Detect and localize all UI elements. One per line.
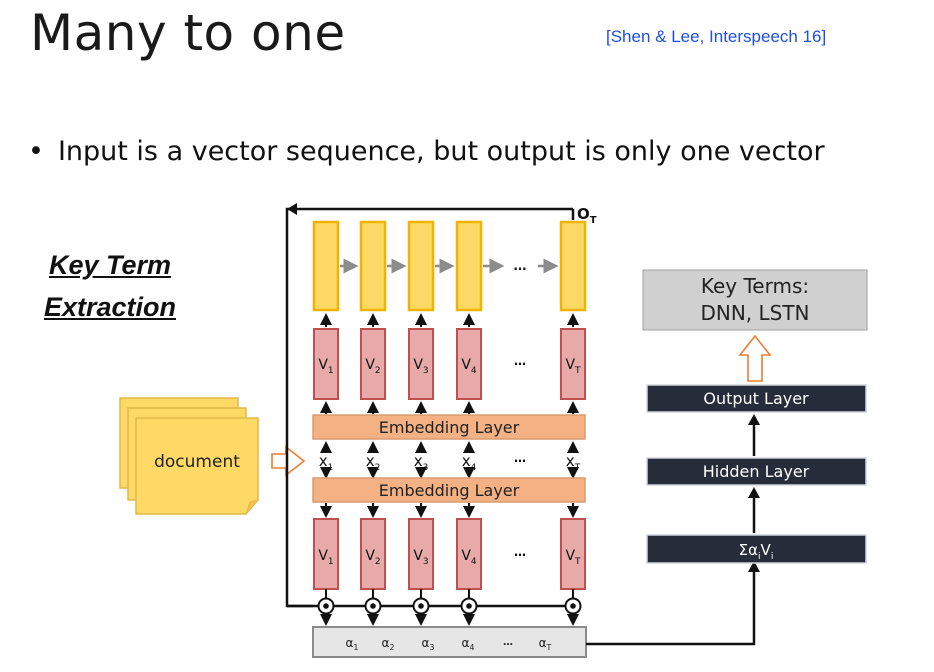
rnn-cell xyxy=(359,220,387,312)
v-boxes-top xyxy=(313,328,586,400)
embedding-layer-upper-label: Embedding Layer xyxy=(379,418,520,437)
v-box xyxy=(408,328,434,400)
output-layer-box xyxy=(646,384,867,413)
multiply-node-icon xyxy=(412,597,430,615)
svg-text:…: … xyxy=(503,637,513,648)
rnn-cell xyxy=(312,220,340,312)
document-label: document xyxy=(154,452,240,472)
multiply-nodes xyxy=(317,597,582,615)
v-to-multiply-lines xyxy=(325,589,574,600)
v-labels-top: V1 V2 V3 V4 … VT xyxy=(318,354,581,376)
v-box xyxy=(313,328,339,400)
svg-text:x1: x1 xyxy=(319,452,334,473)
bullet-point: • Input is a vector sequence, but output … xyxy=(28,136,825,167)
v-box xyxy=(360,518,386,590)
output-layer-label: Output Layer xyxy=(703,389,809,408)
input-labels: x1 x2 x3 x4 … xT xyxy=(319,451,581,473)
v-box xyxy=(560,518,586,590)
key-terms-result-box xyxy=(642,269,868,331)
svg-text:xT: xT xyxy=(566,452,581,473)
multiply-node-icon xyxy=(460,597,478,615)
svg-text:…: … xyxy=(514,354,526,368)
svg-text:x2: x2 xyxy=(366,452,381,473)
svg-text:…: … xyxy=(514,545,526,559)
bullet-text: Input is a vector sequence, but output i… xyxy=(57,136,825,167)
input-arrows xyxy=(320,441,579,479)
hidden-layer-box xyxy=(646,457,867,486)
feedback-loop-arrowhead-icon xyxy=(287,203,297,215)
task-label: Key Term Extraction xyxy=(30,244,190,328)
alpha-to-multiply-arrows xyxy=(320,614,579,626)
multiply-node-icon xyxy=(364,597,382,615)
rnn-ellipsis: … xyxy=(514,259,527,274)
rnn-cell xyxy=(455,220,483,312)
key-terms-line2: DNN, LSTN xyxy=(700,301,809,325)
alpha-to-sum-connector xyxy=(586,567,756,646)
svg-text:x3: x3 xyxy=(414,452,429,473)
output-hollow-arrow-icon xyxy=(738,334,772,382)
svg-text:x4: x4 xyxy=(462,452,477,473)
rnn-cells-row xyxy=(312,220,587,312)
embedding-layer-lower xyxy=(312,477,586,503)
embedding-to-v-lower-arrows xyxy=(320,503,579,518)
v-box xyxy=(313,518,339,590)
v-boxes-bottom xyxy=(313,518,586,590)
v-box xyxy=(408,518,434,590)
v-box xyxy=(456,518,482,590)
hidden-layer-label: Hidden Layer xyxy=(703,462,810,481)
multiply-node-icon xyxy=(317,597,335,615)
embedding-layer-upper xyxy=(312,414,586,440)
v-box xyxy=(560,328,586,400)
alpha-labels: α1 α2 α3 α4 … αT xyxy=(345,636,551,652)
task-label-line1: Key Term xyxy=(48,250,172,280)
weighted-sum-label: ΣαiVi xyxy=(739,541,774,562)
rnn-cell xyxy=(559,220,587,312)
key-terms-line1: Key Terms: xyxy=(701,274,809,298)
svg-text:…: … xyxy=(514,451,526,465)
v-box xyxy=(360,328,386,400)
attention-weights-bar xyxy=(312,626,587,658)
document-stack-icon xyxy=(119,397,259,515)
rnn-cell xyxy=(407,220,435,312)
embedding-layer-lower-label: Embedding Layer xyxy=(379,481,520,500)
embedding-to-v-arrows xyxy=(320,401,579,414)
weighted-sum-box xyxy=(646,534,867,564)
v-to-cell-arrows xyxy=(320,313,579,327)
v-box xyxy=(456,328,482,400)
slide-title: Many to one xyxy=(30,4,346,62)
multiply-node-icon xyxy=(564,597,582,615)
bullet-dot-icon: • xyxy=(28,136,44,167)
citation-link[interactable]: [Shen & Lee, Interspeech 16] xyxy=(606,27,827,46)
v-labels-bottom: V1 V2 V3 V4 … VT xyxy=(318,545,581,567)
task-label-line2: Extraction xyxy=(43,292,177,322)
